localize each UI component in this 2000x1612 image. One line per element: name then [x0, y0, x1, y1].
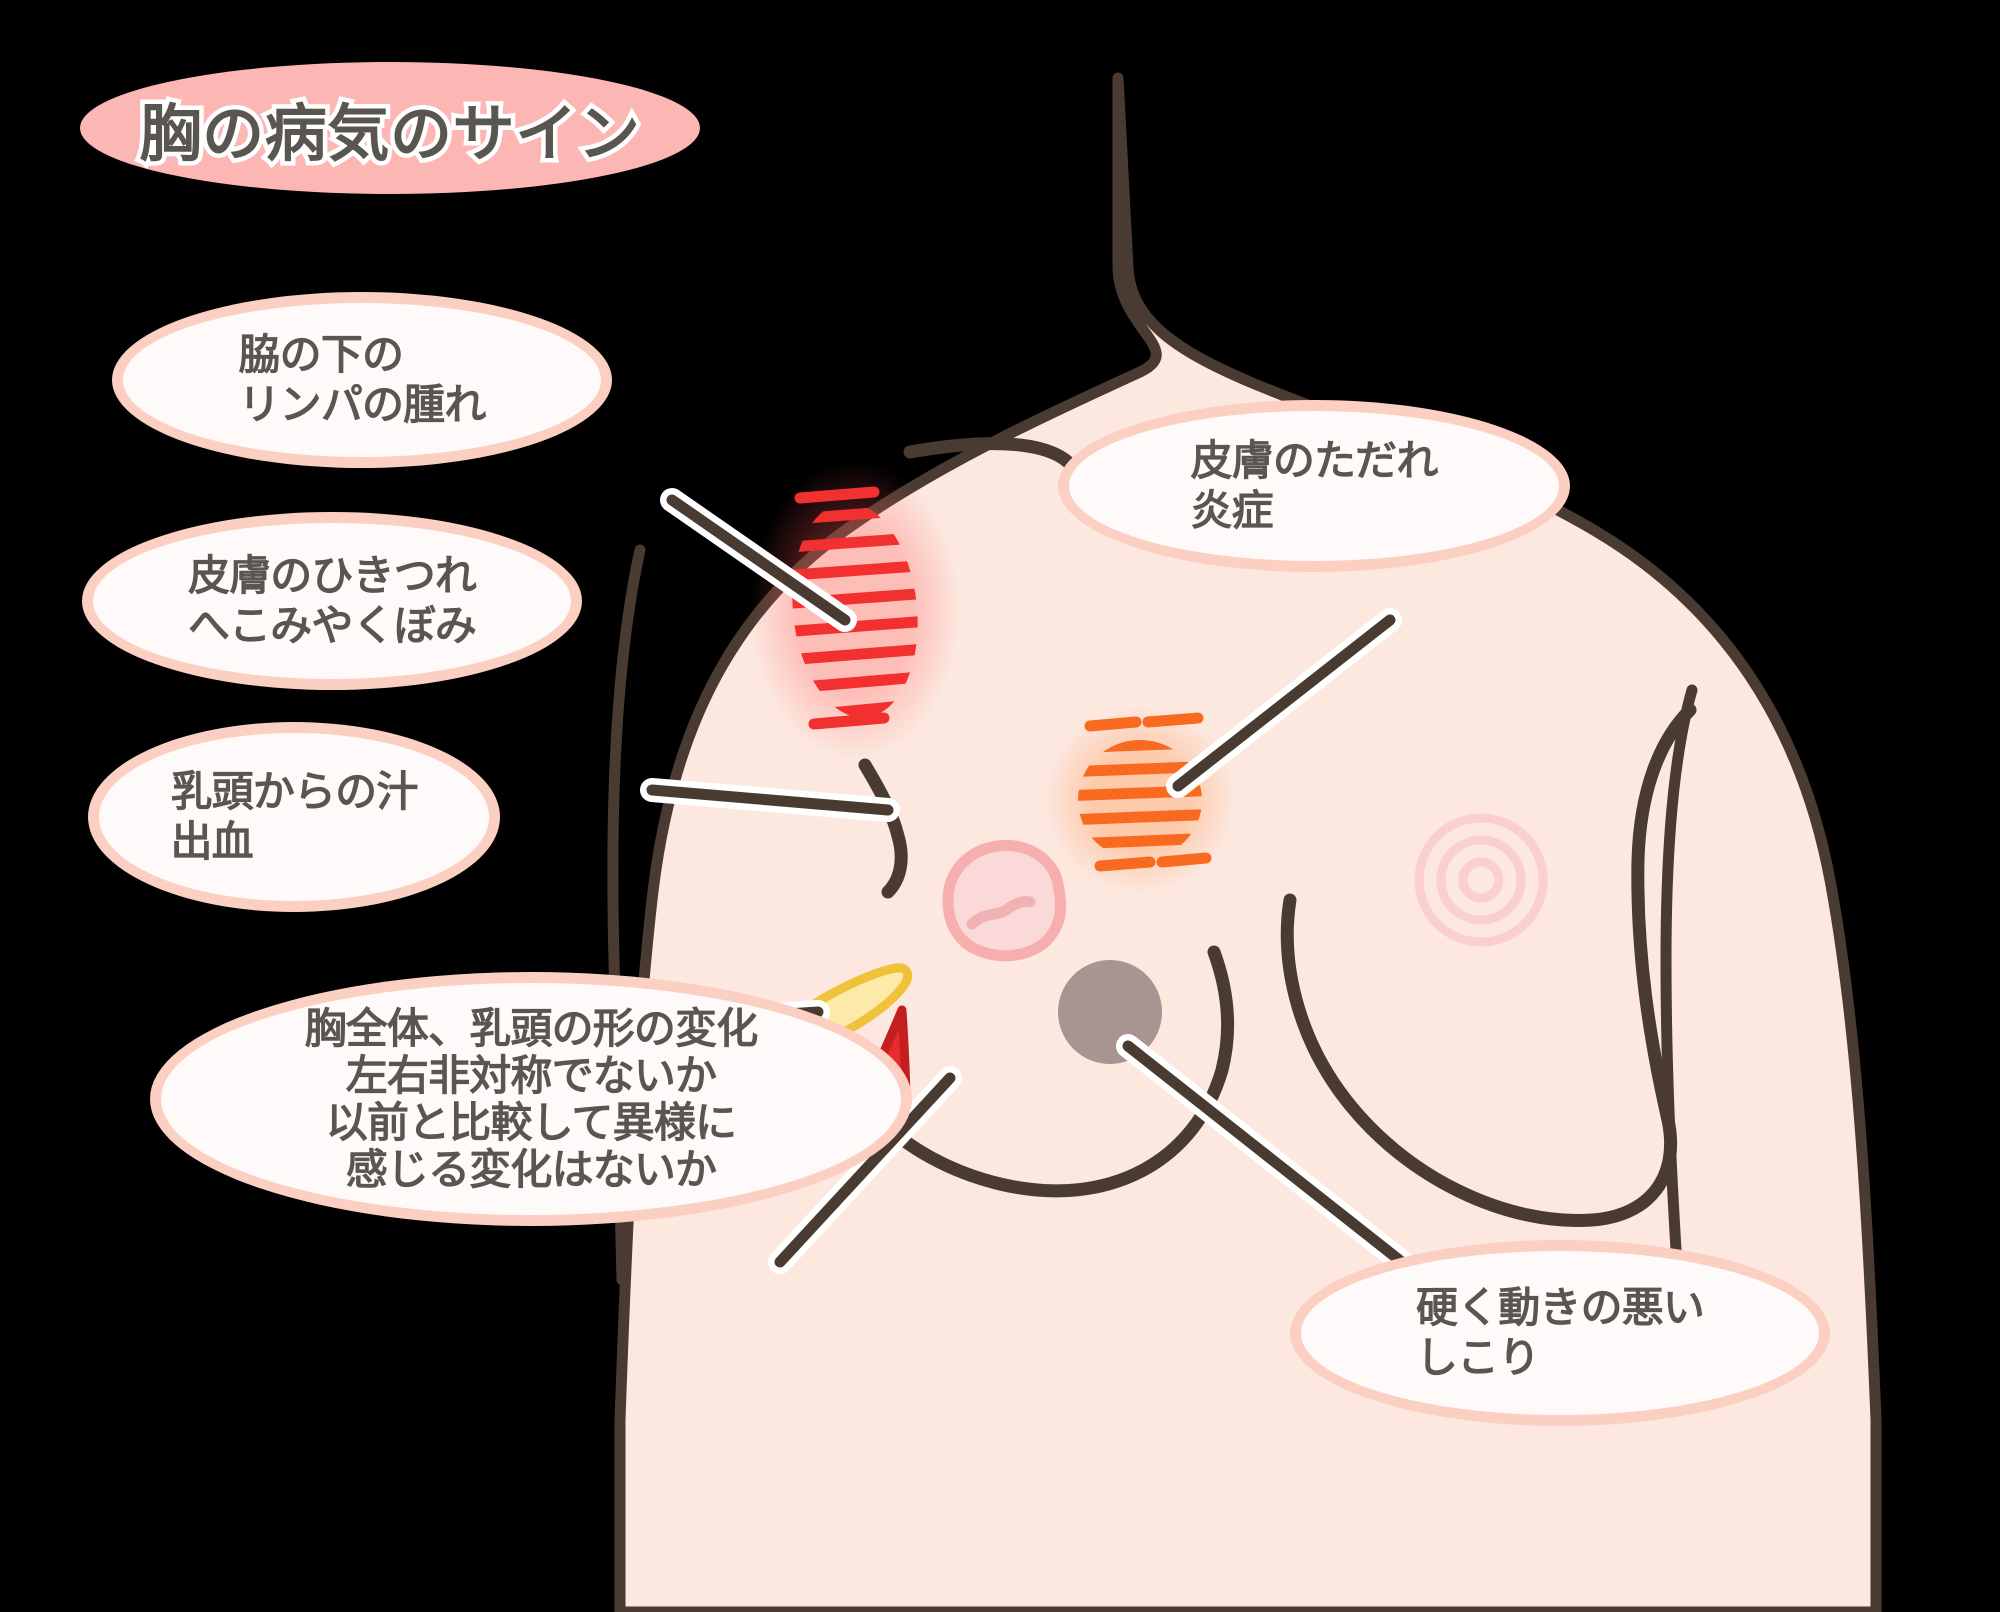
- callout-skin-dimpling-text: 皮膚のひきつれ へこみやくぼみ: [187, 551, 477, 650]
- callout-armpit-lymph-text: 脇の下の リンパの腫れ: [238, 330, 487, 429]
- callout-armpit-lymph[interactable]: 脇の下の リンパの腫れ: [112, 292, 612, 468]
- red-hatch-armpit: [750, 460, 960, 760]
- callout-nipple-discharge[interactable]: 乳頭からの汁 出血: [88, 722, 500, 912]
- callout-skin-sore-inflammation-text: 皮膚のただれ 炎症: [1190, 436, 1439, 535]
- nipple-deformed-left: [942, 839, 1066, 962]
- callout-hard-immobile-lump[interactable]: 硬く動きの悪い しこり: [1290, 1240, 1830, 1426]
- callout-skin-sore-inflammation[interactable]: 皮膚のただれ 炎症: [1058, 400, 1570, 572]
- nipple-normal-right: [1414, 813, 1548, 947]
- callout-nipple-discharge-text: 乳頭からの汁 出血: [170, 767, 419, 866]
- callout-overall-shape-change[interactable]: 胸全体、乳頭の形の変化 左右非対称でないか 以前と比較して異様に 感じる変化はな…: [150, 972, 912, 1226]
- callout-hard-immobile-lump-text: 硬く動きの悪い しこり: [1415, 1283, 1705, 1382]
- arm-inner-contour-right: [1660, 684, 1698, 1256]
- page-title: 胸の病気のサイン: [80, 62, 700, 194]
- callout-skin-dimpling[interactable]: 皮膚のひきつれ へこみやくぼみ: [82, 512, 582, 690]
- torso-body-shape: [614, 72, 1882, 1612]
- page-title-text: 胸の病気のサイン: [135, 93, 644, 175]
- breast-contour-right: [1280, 703, 1697, 1228]
- orange-hatch-inflammation: [1044, 706, 1236, 894]
- callout-overall-shape-change-text: 胸全体、乳頭の形の変化 左右非対称でないか 以前と比較して異様に 感じる変化はな…: [304, 1003, 759, 1195]
